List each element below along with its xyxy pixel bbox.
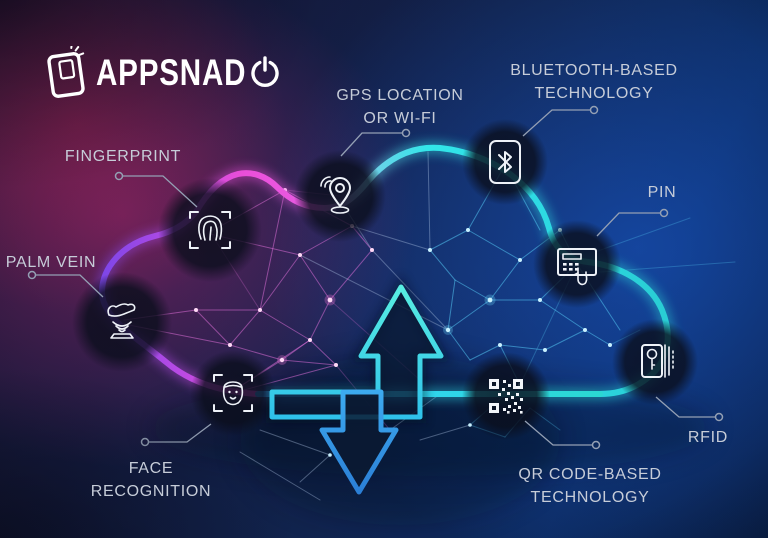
rfid-label: RFID <box>687 429 729 446</box>
rfid-circle <box>612 319 698 405</box>
face-circle <box>190 350 276 436</box>
face-label: FACE RECOGNITION <box>90 460 212 500</box>
pin-label: PIN <box>647 184 677 201</box>
brand-text: APPSNAD <box>96 52 247 93</box>
power-icon <box>251 56 279 87</box>
qr-label: QR CODE-BASED TECHNOLOGY <box>518 466 662 506</box>
gps-circle <box>294 150 386 242</box>
pin-connector <box>596 208 669 237</box>
palm-vein-circle <box>72 272 172 372</box>
gps-label: GPS LOCATION OR WI-FI <box>336 87 464 127</box>
qr-circle <box>462 352 550 440</box>
smartphone-icon <box>47 46 85 98</box>
appsnado-logo: APPSNAD <box>42 46 280 100</box>
fingerprint-label: FINGERPRINT <box>64 148 182 165</box>
palm-vein-label: PALM VEIN <box>5 254 97 271</box>
bluetooth-label: BLUETOOTH-BASED TECHNOLOGY <box>510 62 678 102</box>
